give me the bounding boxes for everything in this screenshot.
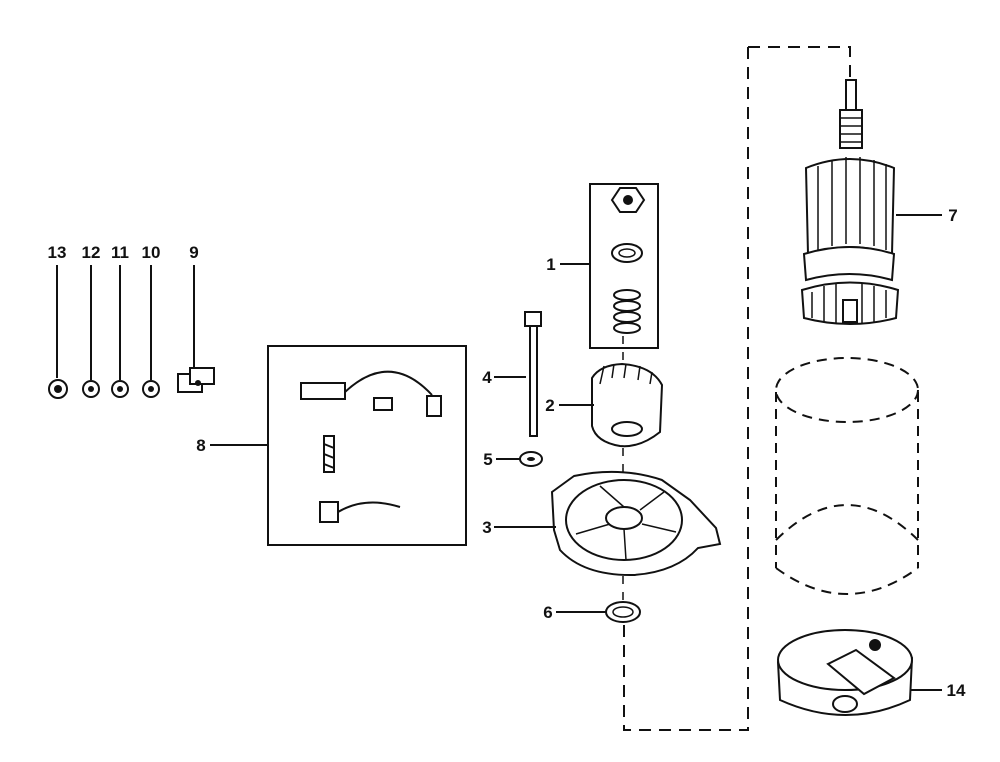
assembly-dashed-path <box>623 46 851 731</box>
callout-13: 13 <box>48 243 67 262</box>
part-12-washer <box>82 380 100 398</box>
part-5-lock-washer <box>519 451 543 467</box>
part-4-through-bolt <box>524 311 542 437</box>
part-1-group-bracket <box>589 183 659 349</box>
callout-8: 8 <box>196 436 205 455</box>
part-1-spring <box>613 289 641 334</box>
part-7-armature <box>800 79 900 325</box>
part-6-seal <box>605 601 641 623</box>
callout-5: 5 <box>483 450 492 469</box>
callout-14: 14 <box>947 681 966 700</box>
part-8-brush-kit <box>267 345 467 546</box>
callout-11: 11 <box>111 243 129 262</box>
callout-12: 12 <box>82 243 101 262</box>
callout-1: 1 <box>546 255 555 274</box>
field-frame-cylinder <box>775 357 919 595</box>
callout-10: 10 <box>142 243 161 262</box>
part-10-washer <box>142 380 160 398</box>
part-1-washer <box>611 243 643 263</box>
leader-lines <box>56 214 942 691</box>
callout-2: 2 <box>545 396 554 415</box>
part-14-end-cap <box>776 629 914 716</box>
part-1-nut <box>610 187 646 213</box>
callout-6: 6 <box>543 603 552 622</box>
part-2-drive-pinion <box>591 362 664 448</box>
part-3-end-housing <box>550 470 722 577</box>
callout-4: 4 <box>482 368 492 387</box>
part-9-bracket <box>177 367 215 393</box>
callout-7: 7 <box>948 206 957 225</box>
callout-3: 3 <box>482 518 491 537</box>
part-13-washer <box>48 379 68 399</box>
part-11-washer <box>111 380 129 398</box>
callout-9: 9 <box>189 243 198 262</box>
